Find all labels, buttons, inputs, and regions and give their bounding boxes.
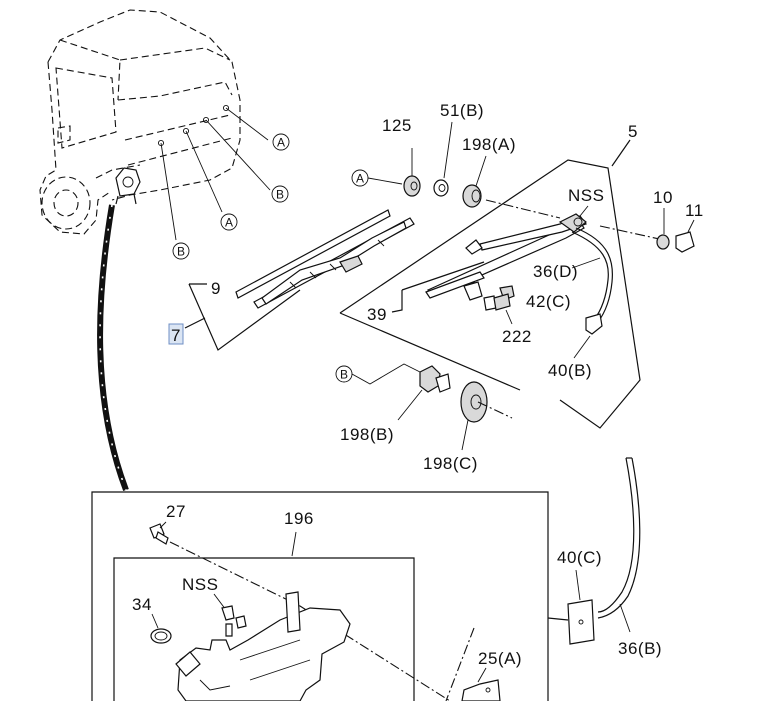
washer-tank-outer-box (91, 491, 549, 701)
ref-mark-b-3: B (335, 365, 353, 383)
pump-fittings (221, 605, 247, 637)
sub-group-39-outline (391, 261, 485, 313)
callout-25a: 25(A) (478, 649, 522, 668)
callout-198b: 198(B) (340, 425, 394, 444)
connector-40b (573, 313, 603, 359)
grommet-198c (460, 381, 513, 451)
svg-text:A: A (277, 136, 285, 150)
svg-text:B: B (276, 188, 284, 202)
cap-11 (675, 219, 695, 253)
callout-222: 222 (502, 327, 532, 346)
callout-5: 5 (628, 122, 638, 141)
svg-text:A: A (356, 172, 364, 186)
wiper-blade-insert (235, 209, 391, 299)
callout-36b: 36(B) (618, 639, 662, 658)
washer-tank-inner-box (113, 557, 415, 701)
callout-11: 11 (685, 201, 704, 220)
wiper-arm-group-outline (339, 139, 641, 429)
callout-39: 39 (367, 305, 387, 324)
bolt-222 (483, 293, 513, 325)
callout-51b: 51(B) (440, 101, 484, 120)
grommet-198a (462, 155, 487, 208)
washer-125 (403, 148, 421, 197)
svg-text:A: A (225, 216, 233, 230)
callout-nss-bottom: NSS (182, 575, 218, 594)
gasket-34 (150, 613, 172, 644)
callout-40c: 40(C) (557, 548, 602, 567)
ref-mark-b-2: B (172, 242, 190, 260)
callout-196: 196 (284, 509, 314, 528)
callout-9: 9 (211, 279, 221, 298)
washer-tank (175, 591, 351, 701)
callout-42c: 42(C) (526, 292, 571, 311)
highlight-box (168, 323, 184, 345)
callout-nss-top: NSS (568, 186, 604, 205)
svg-text:B: B (177, 245, 185, 259)
grommet-198b (397, 365, 451, 421)
ref-mark-b-1: B (271, 185, 289, 203)
nut-10 (656, 208, 670, 250)
callout-125: 125 (382, 116, 412, 135)
truck-body-outline (39, 9, 241, 235)
bracket-25a (445, 627, 501, 701)
washer-nozzle-on-body (115, 167, 141, 205)
ref-mark-a-3: A (351, 169, 369, 187)
wiper-blade-group-outline (184, 283, 301, 351)
hose-36d (571, 227, 614, 323)
callout-34: 34 (132, 595, 152, 614)
callout-27: 27 (166, 502, 186, 521)
callout-40b: 40(B) (548, 361, 592, 380)
svg-text:B: B (340, 368, 348, 382)
ref-mark-a-1: A (272, 133, 290, 151)
connector-40c (547, 599, 595, 645)
wiper-blade-assembly (253, 217, 415, 309)
callout-10: 10 (653, 188, 673, 207)
callout-198c: 198(C) (423, 454, 478, 473)
callout-36d: 36(D) (533, 262, 578, 281)
washer-hose-long (97, 204, 129, 492)
ref-mark-a-2: A (220, 213, 238, 231)
callout-198a: 198(A) (462, 135, 516, 154)
body-reference-leaders (160, 107, 271, 241)
hose-36b (597, 457, 641, 633)
callout-7: 7 (171, 326, 181, 345)
clip-part-39 (425, 271, 485, 301)
nut-51b (433, 121, 453, 197)
bolt-27 (149, 521, 169, 545)
